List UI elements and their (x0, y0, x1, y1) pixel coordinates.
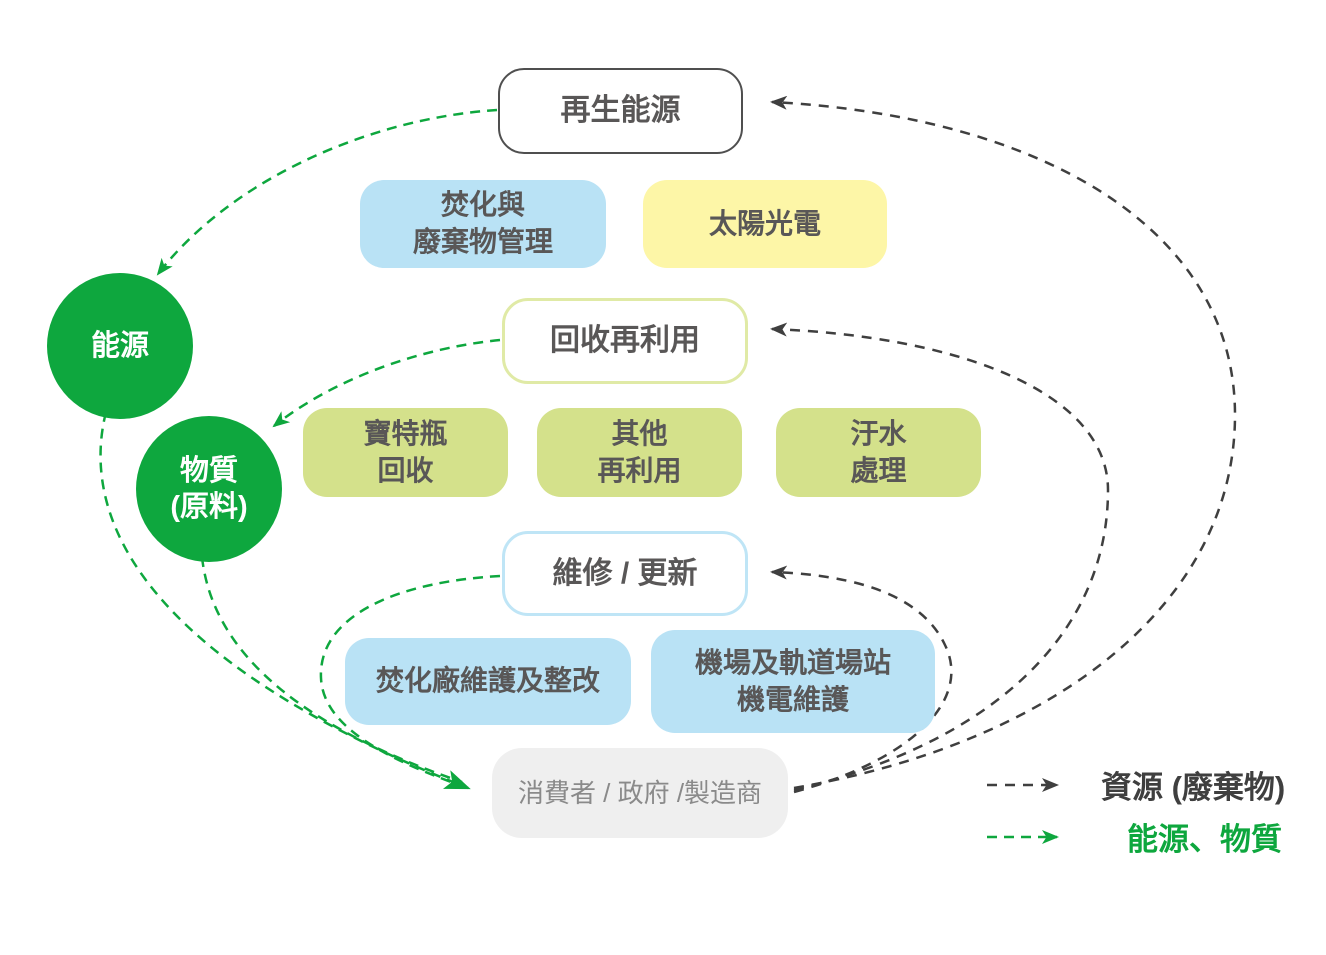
legend-energy-arrow-icon (987, 829, 1059, 844)
node-incinerator-maintenance: 焚化廠維護及整改 (345, 638, 631, 725)
node-solar-pv: 太陽光電 (643, 180, 887, 268)
resource-flow-to-renewable-energy (770, 95, 1237, 790)
node-renewable-energy: 再生能源 (498, 68, 743, 154)
node-pet-bottle-recycling: 寶特瓶 回收 (303, 408, 508, 497)
node-incineration-waste-management: 焚化與 廢棄物管理 (360, 180, 606, 268)
legend-resource-arrow-icon (987, 777, 1059, 792)
energy-flow-to-consumers (99, 411, 471, 790)
node-airport-rail-maintenance: 機場及軌道場站 機電維護 (651, 630, 935, 733)
node-energy-circle: 能源 (47, 273, 193, 419)
legend-row-resource-waste: 資源 (廢棄物) (985, 762, 1285, 807)
node-consumer-gov-manufacturer: 消費者 / 政府 /製造商 (492, 748, 788, 838)
repair-flow-to-consumers (319, 574, 501, 788)
resource-flow-to-repair-renew (770, 565, 953, 794)
node-repair-renew: 維修 / 更新 (502, 531, 748, 616)
resource-flow-to-recycle-reuse (770, 322, 1110, 792)
node-recycle-reuse: 回收再利用 (502, 298, 748, 384)
node-sewage-treatment: 汙水 處理 (776, 408, 981, 497)
material-flow-to-consumers (200, 556, 463, 784)
legend-energy-material-label: 能源、物質 (1127, 822, 1282, 857)
material-flow-recycle-to-material (272, 338, 501, 428)
legend-resource-waste-label: 資源 (廢棄物) (1101, 770, 1286, 805)
legend-row-energy-material: 能源、物質 (985, 814, 1282, 859)
node-other-reuse: 其他 再利用 (537, 408, 742, 497)
energy-flow-renewable-to-energy (156, 108, 498, 276)
node-material-circle: 物質 (原料) (136, 416, 282, 562)
